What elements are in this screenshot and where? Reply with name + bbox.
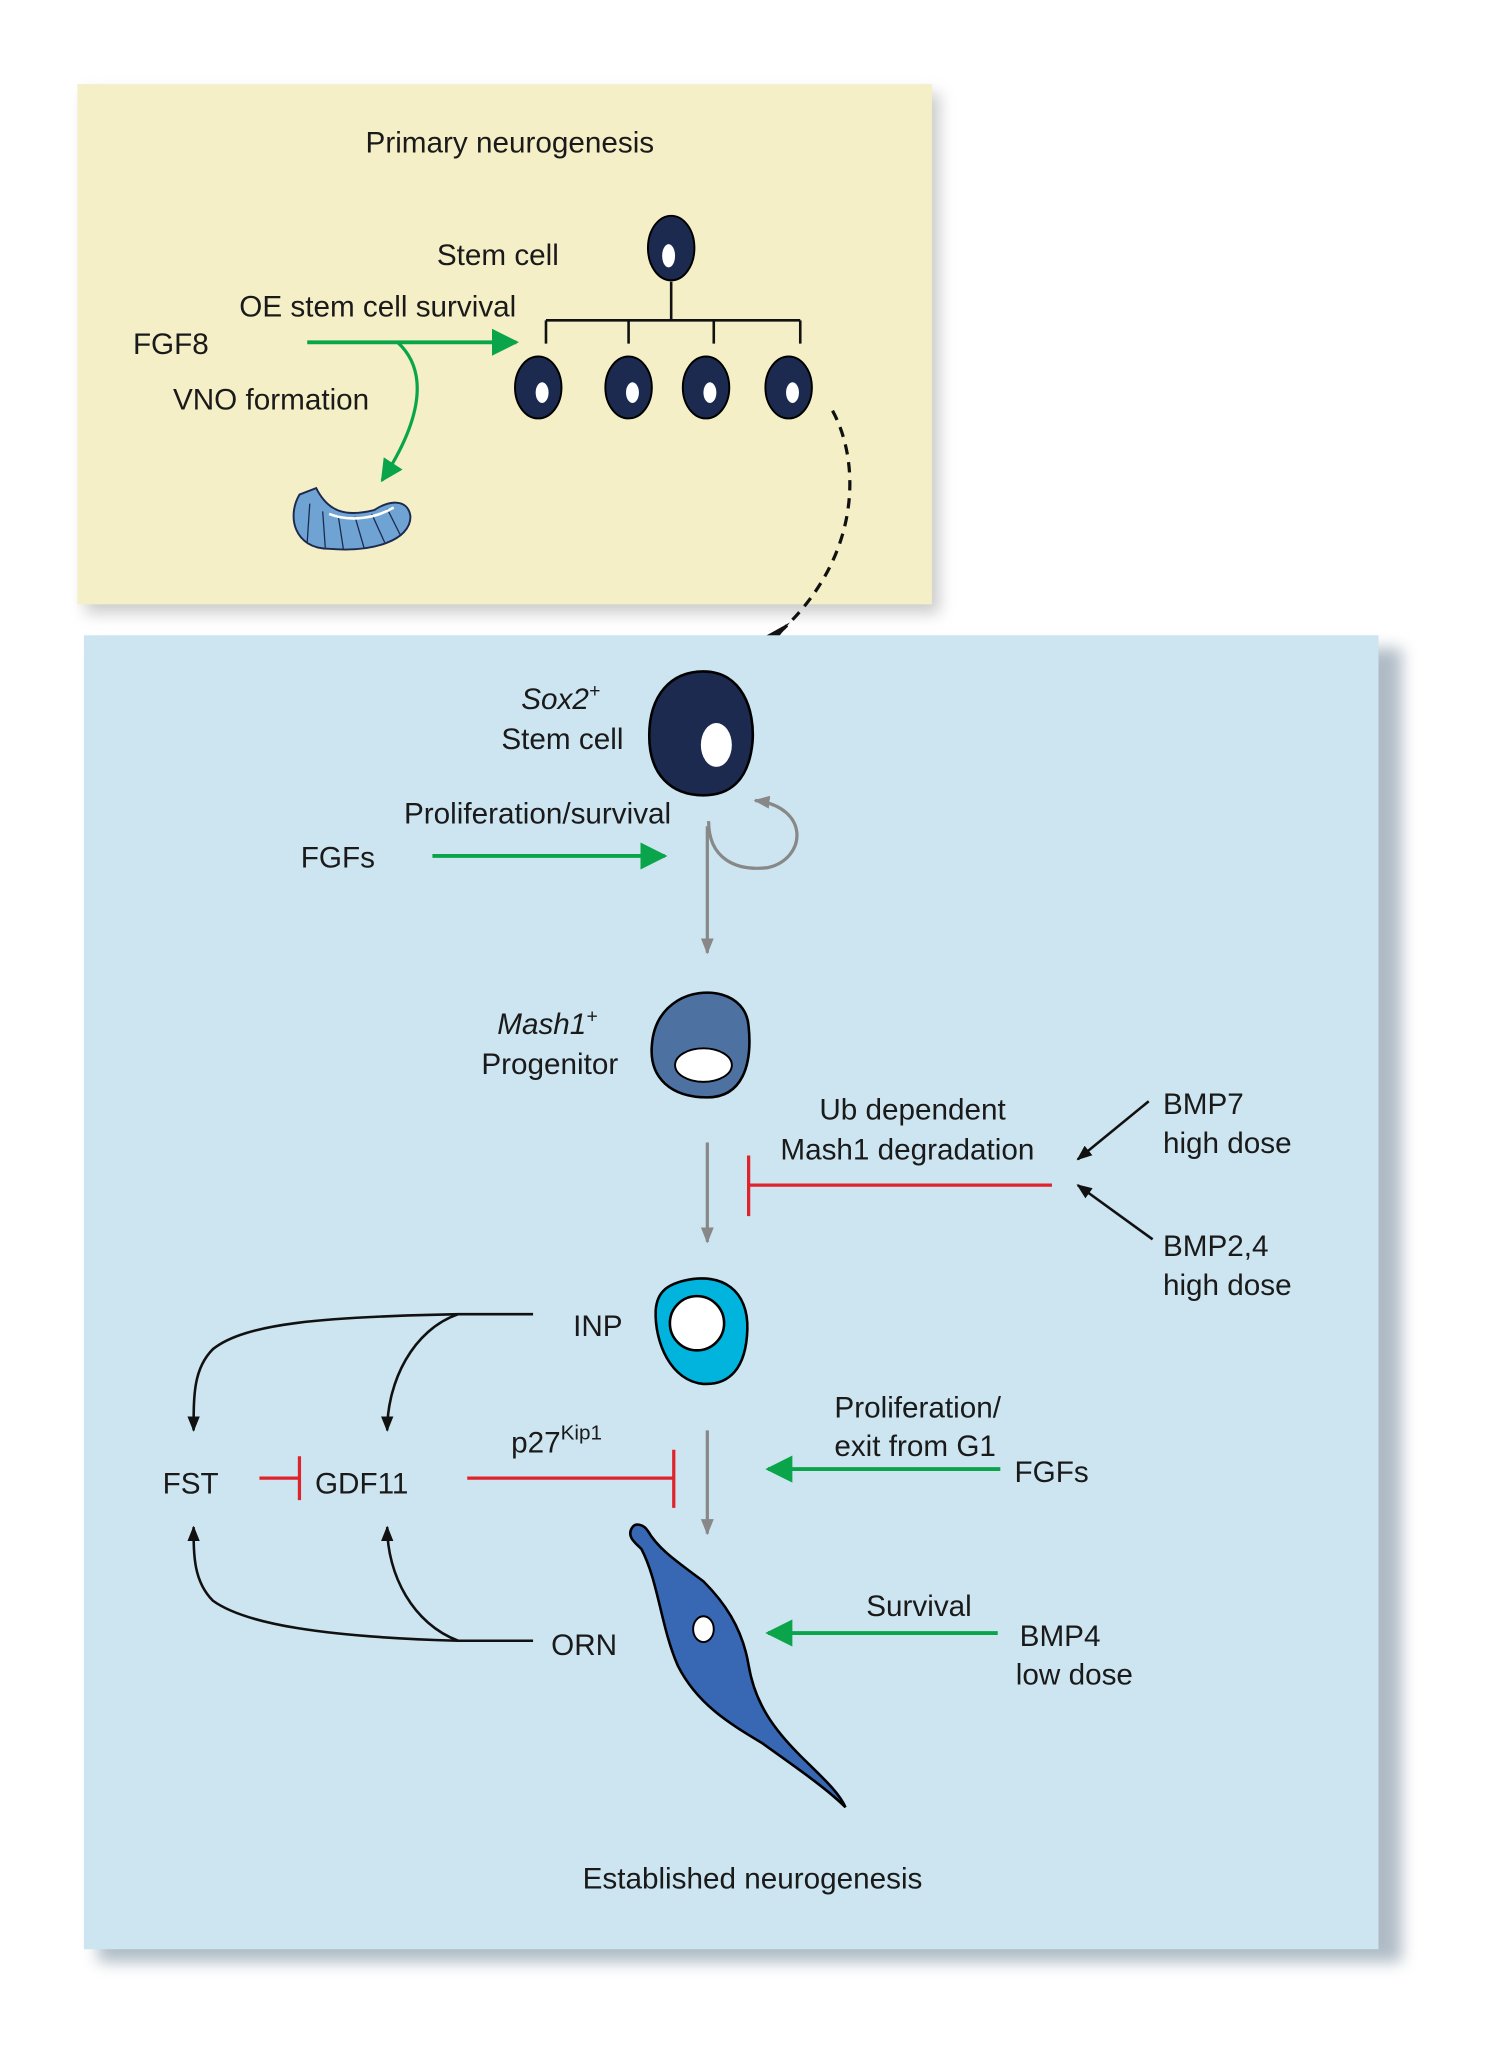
- sox2-stem-cell: [647, 670, 755, 797]
- established-neurogenesis-panel: Sox2+ Stem cell Proliferation/survival F…: [83, 635, 1402, 1963]
- mash1-degradation-label: Mash1 degradation: [780, 1133, 1034, 1166]
- primary-title: Primary neurogenesis: [366, 127, 655, 160]
- orn-to-gdf11-arrow: [381, 1525, 459, 1642]
- ub-dependent-label: Ub dependent: [819, 1093, 1006, 1126]
- bmp7-label: BMP7: [1163, 1088, 1244, 1121]
- fgf8-label: FGF8: [133, 328, 209, 361]
- established-title: Established neurogenesis: [583, 1863, 923, 1896]
- transition-dashed-arrow: [763, 409, 852, 647]
- fgf8-vno-arrow: [380, 341, 419, 483]
- vno-icon: [292, 486, 412, 551]
- gdf11-label: GDF11: [315, 1468, 408, 1501]
- self-renewal-loop: [707, 795, 799, 870]
- gdf11-inhibition: [467, 1449, 676, 1508]
- inp-to-gdf11-arrow: [381, 1312, 459, 1432]
- bmp7-dose-label: high dose: [1163, 1127, 1292, 1160]
- oe-survival-label: OE stem cell survival: [239, 290, 516, 323]
- prolif-exit-label-2: exit from G1: [834, 1430, 996, 1463]
- stem-cell: [646, 214, 696, 282]
- daughter-cells: [514, 355, 813, 420]
- prolif-survival-label: Proliferation/survival: [404, 798, 671, 831]
- survival-label: Survival: [866, 1590, 972, 1623]
- inp-cell: [654, 1277, 749, 1386]
- inp-label: INP: [573, 1310, 622, 1343]
- primary-neurogenesis-panel: Primary neurogenesis Stem cell OE stem c…: [77, 84, 940, 655]
- mash1-degradation-inhibition: [747, 1155, 1052, 1217]
- fgfs-top-label: FGFs: [301, 842, 375, 875]
- sox2-label: Sox2+: [521, 680, 600, 716]
- stem-cell-label: Stem cell: [437, 239, 559, 272]
- fgfs-bottom-label: FGFs: [1015, 1456, 1089, 1489]
- p27-label: p27Kip1: [511, 1421, 602, 1459]
- fst-label: FST: [163, 1468, 219, 1501]
- bmp24-arrow: [1076, 1184, 1154, 1241]
- mash1-label: Mash1+: [497, 1006, 597, 1042]
- bmp4-label: BMP4: [1020, 1620, 1101, 1653]
- bmp4-dose-label: low dose: [1016, 1659, 1133, 1692]
- prolif-exit-label-1: Proliferation/: [834, 1391, 1001, 1424]
- bmp24-label: BMP2,4: [1163, 1230, 1269, 1263]
- inp-to-fst-arrow: [187, 1312, 534, 1432]
- fst-gdf11-inhibition: [259, 1456, 302, 1501]
- orn-to-fst-arrow: [187, 1525, 534, 1643]
- progenitor-label: Progenitor: [481, 1048, 618, 1081]
- mash1-progenitor-cell: [650, 991, 751, 1099]
- bmp7-arrow: [1076, 1100, 1150, 1161]
- lineage-tree: [544, 281, 802, 344]
- vno-formation-label: VNO formation: [173, 383, 369, 416]
- bmp24-dose-label: high dose: [1163, 1269, 1292, 1302]
- orn-label: ORN: [551, 1629, 617, 1662]
- sox2-stem-cell-label: Stem cell: [501, 723, 623, 756]
- orn-neuron: [628, 1523, 847, 1809]
